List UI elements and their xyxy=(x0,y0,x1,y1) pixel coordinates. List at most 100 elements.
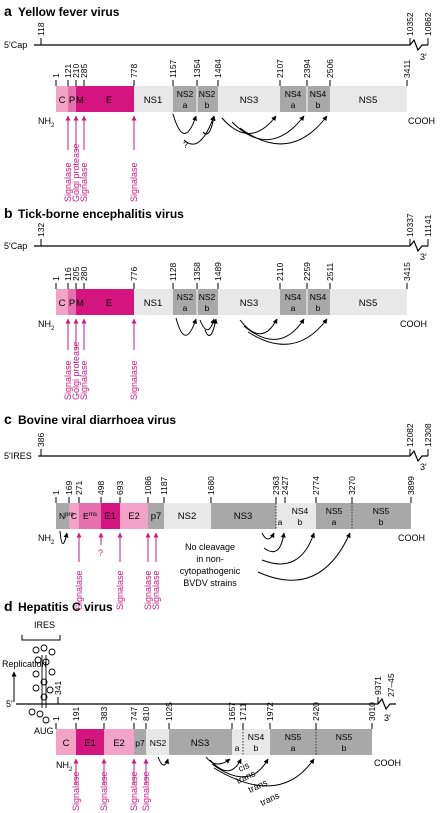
segment-ns5b xyxy=(316,729,372,755)
aa-number: 3411 xyxy=(402,59,412,78)
c-terminus-label: COOH xyxy=(400,319,427,329)
polyprotein-bar-d: C E1 E2 p7 NS2 NS3 a NS4 b NS5 a NS5 b xyxy=(56,729,372,755)
polyprotein-bar-c: Npro C Erns E1 E2 p7 NS2 NS3 a NS4 b NS5… xyxy=(56,503,411,529)
aa-number: 271 xyxy=(74,481,84,495)
n-terminus-label: NH2 xyxy=(56,760,73,773)
aa-number: 2110 xyxy=(275,262,285,281)
three-prime-label: 3′ xyxy=(384,713,391,723)
segment-erns xyxy=(79,503,101,529)
aa-number: 116 xyxy=(63,267,73,281)
segment-label: a xyxy=(183,303,188,313)
segment-ns3 xyxy=(218,289,280,315)
three-prime-label: 3′ xyxy=(420,52,427,62)
segment-label: NS2 xyxy=(177,292,194,302)
aa-number: 191 xyxy=(71,707,81,721)
segment-label: a xyxy=(278,517,283,527)
segment-label: NS3 xyxy=(240,95,258,106)
segment-label: Npro xyxy=(59,511,74,521)
genome-line-c: 5′IRES 386 12082 12308 3′ xyxy=(4,423,433,472)
segment-ns3 xyxy=(169,729,232,755)
cleavage-label: Signalase xyxy=(129,360,139,400)
aa-number: 2259 xyxy=(302,262,312,281)
host-cleavages-a: Signalase Golgi protease Signalase Signa… xyxy=(63,115,139,202)
segment-label: a xyxy=(291,303,296,313)
replication-label: Replication xyxy=(2,659,47,669)
segment-label: p7 xyxy=(135,738,145,748)
aa-number: 2363 xyxy=(271,476,281,495)
segment-ns5 xyxy=(330,289,407,315)
segment-label: M xyxy=(76,95,84,106)
aa-number: 1354 xyxy=(192,59,202,78)
segment-label: E1 xyxy=(84,738,96,749)
segment-label: E xyxy=(106,95,112,106)
c-terminus-label: COOH xyxy=(398,533,425,543)
segment-label: NS2 xyxy=(150,738,167,748)
genome-number: 27–45 xyxy=(386,673,396,697)
c-terminus-label: COOH xyxy=(374,758,401,768)
unknown-protease-question: ? xyxy=(98,548,103,558)
segment-ns4a xyxy=(280,86,307,112)
note-line: cytopathogenic xyxy=(180,566,241,576)
aa-number: 747 xyxy=(129,707,139,721)
segment-c xyxy=(56,289,68,315)
segment-label: NS5 xyxy=(373,506,390,516)
segment-label: NS2 xyxy=(177,89,194,99)
aa-number: 205 xyxy=(71,267,81,281)
segment-label: b xyxy=(205,303,210,313)
cleavage-label: Golgi protease xyxy=(71,143,81,202)
ires-structure: IRES Replication AUG xyxy=(2,620,61,736)
segment-label: b xyxy=(205,100,210,110)
segment-e1 xyxy=(76,729,104,755)
cleavage-label: Signalase xyxy=(74,570,84,610)
segment-c xyxy=(56,729,76,755)
three-prime-label: 3′ xyxy=(420,462,427,472)
segment-label: C xyxy=(59,95,66,106)
segment-label: p7 xyxy=(151,511,162,522)
aa-number: 169 xyxy=(64,481,74,495)
segment-c xyxy=(56,86,68,112)
genome-line-b: 5′Cap 132 10337 11141 3′ xyxy=(4,213,433,262)
genome-number: 10352 xyxy=(405,12,415,36)
note-line: in non- xyxy=(196,554,224,564)
five-prime-cap-label: 5′Cap xyxy=(4,40,27,50)
viral-cleavages-d xyxy=(157,756,315,787)
segment-label: NS2 xyxy=(199,89,216,99)
genome-line-a: 5′Cap 118 10352 10862 3′ xyxy=(4,12,433,62)
aa-number: 1 xyxy=(51,716,61,721)
segment-label: a xyxy=(291,100,296,110)
aa-number: 1025 xyxy=(164,702,174,721)
cleavage-label: Signalase xyxy=(129,771,139,811)
panel-letter-c: c xyxy=(4,411,12,427)
aa-number: 1187 xyxy=(159,476,169,495)
aa-number: 693 xyxy=(115,481,125,495)
segment-e1 xyxy=(101,503,120,529)
aa-number: 1 xyxy=(51,276,61,281)
segment-ns4b xyxy=(307,86,330,112)
segment-label: b xyxy=(298,517,303,527)
segment-ns4b xyxy=(243,729,270,755)
viral-cleavages-b xyxy=(175,317,328,345)
n-terminus-label: NH2 xyxy=(38,319,55,332)
npro-autocleavage-arrow xyxy=(59,530,69,544)
panel-title-d: Hepatitis C virus xyxy=(18,600,113,614)
segment-label: P xyxy=(69,298,75,309)
segment-ns2b xyxy=(197,289,218,315)
five-prime-ires-label: 5′IRES xyxy=(4,451,32,461)
ires-label: IRES xyxy=(34,620,55,630)
five-prime-cap-label: 5′Cap xyxy=(4,241,27,251)
segment-ns2 xyxy=(146,729,169,755)
unknown-protease-question: ? xyxy=(183,140,188,150)
panel-a: a Yellow fever virus 5′Cap 118 10352 108… xyxy=(4,3,435,202)
segment-ns5a xyxy=(316,503,352,529)
aa-number: 1972 xyxy=(265,702,275,721)
no-cleavage-note: No cleavage in non- cytopathogenic BVDV … xyxy=(180,542,241,588)
genome-number: 12082 xyxy=(405,423,415,447)
cis-label: cis xyxy=(237,760,252,774)
segment-label: NS2 xyxy=(199,292,216,302)
genome-number: 341 xyxy=(53,681,63,695)
aa-number: 2420 xyxy=(311,702,321,721)
three-prime-label: 3′ xyxy=(420,252,427,262)
cleavage-label: Signalase xyxy=(151,570,161,610)
cleavage-label: Signalase xyxy=(79,162,89,202)
n-terminus-label: NH2 xyxy=(38,533,55,546)
